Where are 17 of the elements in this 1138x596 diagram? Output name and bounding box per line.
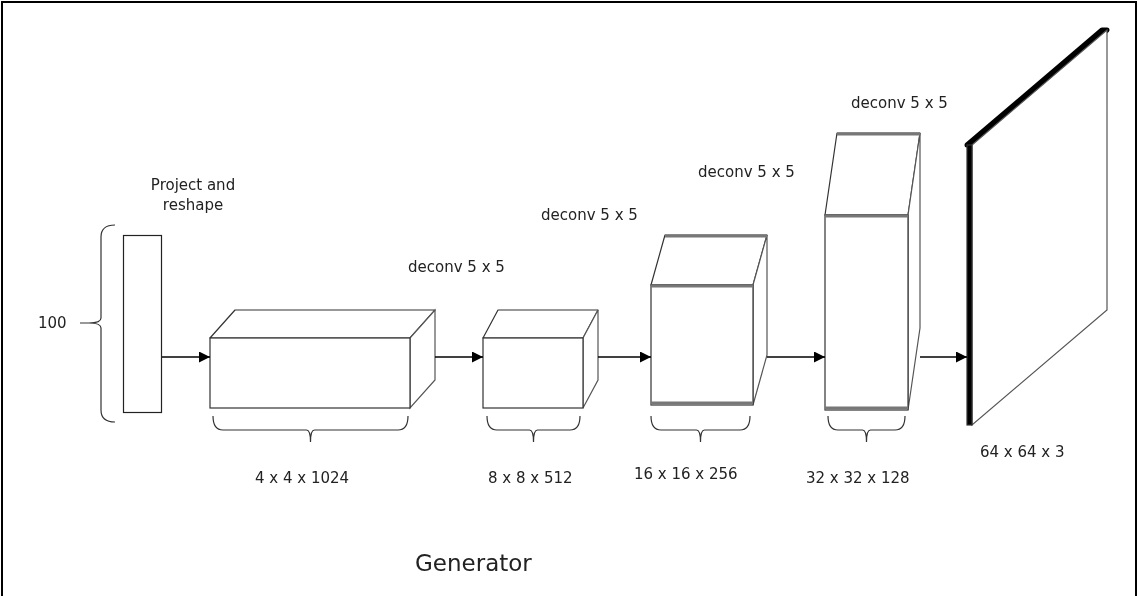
dimension-label: 100 [38,313,67,334]
dimension-label: 64 x 64 x 3 [980,442,1065,463]
arrow [919,351,968,363]
layer-caption: Project and reshape [149,175,237,216]
dimension-label: 8 x 8 x 512 [488,468,573,489]
arrow [161,351,211,363]
operation-label: deconv 5 x 5 [541,205,638,226]
arrow [597,351,652,363]
dimension-label: 32 x 32 x 128 [806,468,910,489]
dimension-label: 4 x 4 x 1024 [255,468,350,489]
dimension-label: 16 x 16 x 256 [634,464,738,485]
operation-label: deconv 5 x 5 [698,162,795,183]
arrow [766,351,826,363]
operation-label: deconv 5 x 5 [851,93,948,114]
operation-label: deconv 5 x 5 [408,257,505,278]
caption: Generator [415,549,532,578]
arrow [434,351,484,363]
